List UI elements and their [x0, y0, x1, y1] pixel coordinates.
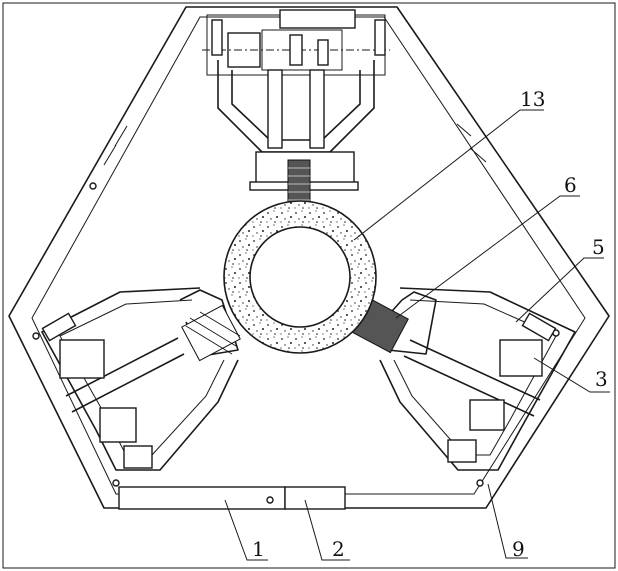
leader-1	[224, 499, 268, 561]
label-13: 13	[520, 87, 545, 111]
leader-3	[533, 357, 610, 393]
left-clamp-assembly	[32, 287, 241, 487]
leader-5	[515, 257, 604, 323]
label-5: 5	[592, 235, 605, 259]
label-3: 3	[595, 367, 608, 391]
label-6: 6	[564, 173, 577, 197]
label-2: 2	[332, 537, 345, 561]
frame-joint-right-2	[469, 147, 487, 163]
label-1: 1	[252, 537, 265, 561]
inner-frame	[31, 16, 586, 495]
frame-joint-right-1	[456, 123, 472, 137]
frame-joint-left-2	[103, 144, 117, 166]
ring-workpiece	[223, 200, 377, 354]
frame-pin-left	[89, 182, 97, 190]
label-9: 9	[512, 537, 525, 561]
leader-9	[487, 483, 528, 559]
outer-frame	[8, 6, 610, 509]
frame-joint-left-1	[114, 125, 128, 147]
leader-2	[304, 499, 350, 561]
bottom-panel-part-1	[118, 486, 286, 510]
leader-6	[395, 195, 580, 319]
leader-13	[353, 109, 544, 241]
top-clamp-assembly	[202, 9, 390, 209]
bottom-panel-pin	[266, 496, 274, 504]
bottom-panel-part-2	[284, 486, 346, 510]
